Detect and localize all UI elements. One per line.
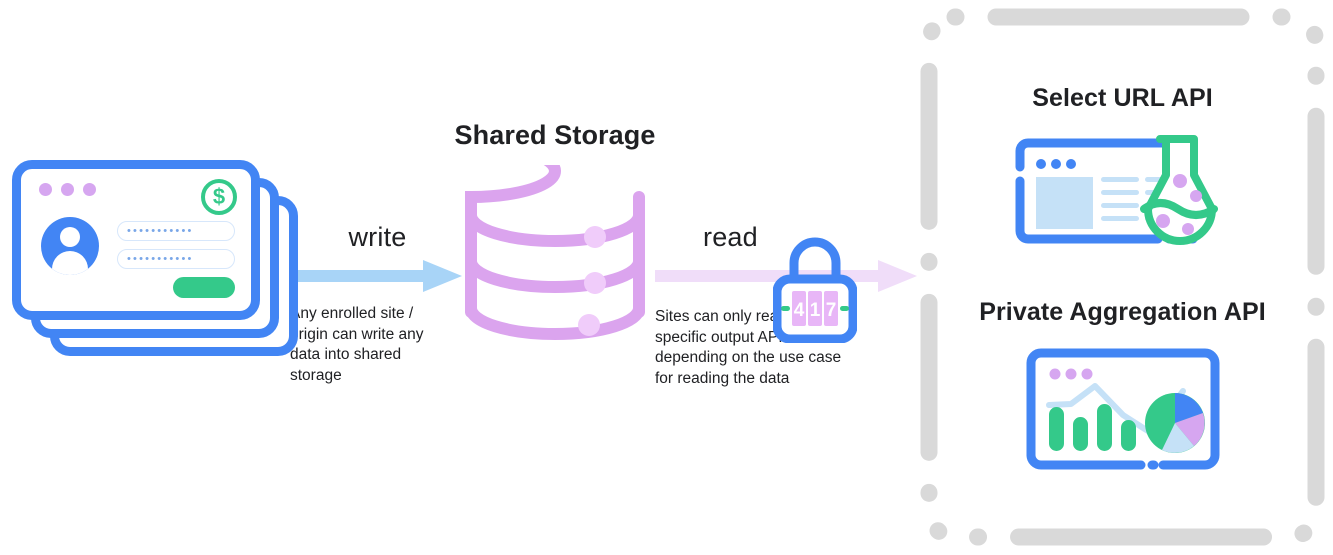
output-apis-panel: Select URL API bbox=[920, 8, 1325, 546]
submit-button[interactable] bbox=[173, 277, 235, 298]
avatar-head bbox=[60, 227, 80, 247]
shared-storage-title: Shared Storage bbox=[454, 120, 656, 150]
window-dot-1 bbox=[39, 183, 52, 196]
select-url-api-block: Select URL API bbox=[920, 84, 1325, 251]
window-controls-dots bbox=[39, 183, 96, 196]
lock-digit-1: 4 bbox=[794, 300, 805, 321]
write-flow-group: write Any enrolled site / origin can wri… bbox=[290, 222, 465, 386]
user-avatar-icon bbox=[41, 217, 99, 275]
database-cylinder-icon bbox=[465, 165, 645, 350]
write-caption: Any enrolled site / origin can write any… bbox=[290, 305, 424, 384]
source-site-cards: $ ••••••••••• ••••••••••• bbox=[12, 160, 298, 360]
private-aggregation-api-title: Private Aggregation API bbox=[979, 298, 1266, 326]
analytics-dashboard-icon bbox=[920, 345, 1325, 473]
dollar-sign-icon: $ bbox=[201, 179, 237, 215]
write-arrow-icon bbox=[290, 259, 465, 293]
username-field[interactable]: ••••••••••• bbox=[117, 221, 235, 241]
dollar-sign-glyph: $ bbox=[212, 184, 226, 209]
shared-storage-group: Shared Storage bbox=[440, 120, 670, 350]
select-url-api-title: Select URL API bbox=[1032, 84, 1213, 112]
write-label: write bbox=[348, 222, 407, 252]
username-field-value: ••••••••••• bbox=[127, 224, 194, 237]
lock-digit-3: 7 bbox=[826, 300, 837, 321]
password-field-value: ••••••••••• bbox=[127, 252, 194, 265]
password-field[interactable]: ••••••••••• bbox=[117, 249, 235, 269]
avatar-body bbox=[52, 251, 88, 275]
browser-window-with-flask-icon bbox=[920, 131, 1325, 251]
site-card-front: $ ••••••••••• ••••••••••• bbox=[12, 160, 260, 320]
window-dot-2 bbox=[61, 183, 74, 196]
read-label: read bbox=[703, 222, 758, 252]
dashed-panel-border bbox=[920, 8, 1325, 546]
combination-padlock-icon: 4 1 7 bbox=[773, 237, 857, 343]
lock-digit-2: 1 bbox=[810, 300, 821, 321]
read-flow-group: read 4 1 7 bbox=[655, 222, 920, 389]
private-aggregation-api-block: Private Aggregation API bbox=[920, 298, 1325, 473]
window-dot-3 bbox=[83, 183, 96, 196]
